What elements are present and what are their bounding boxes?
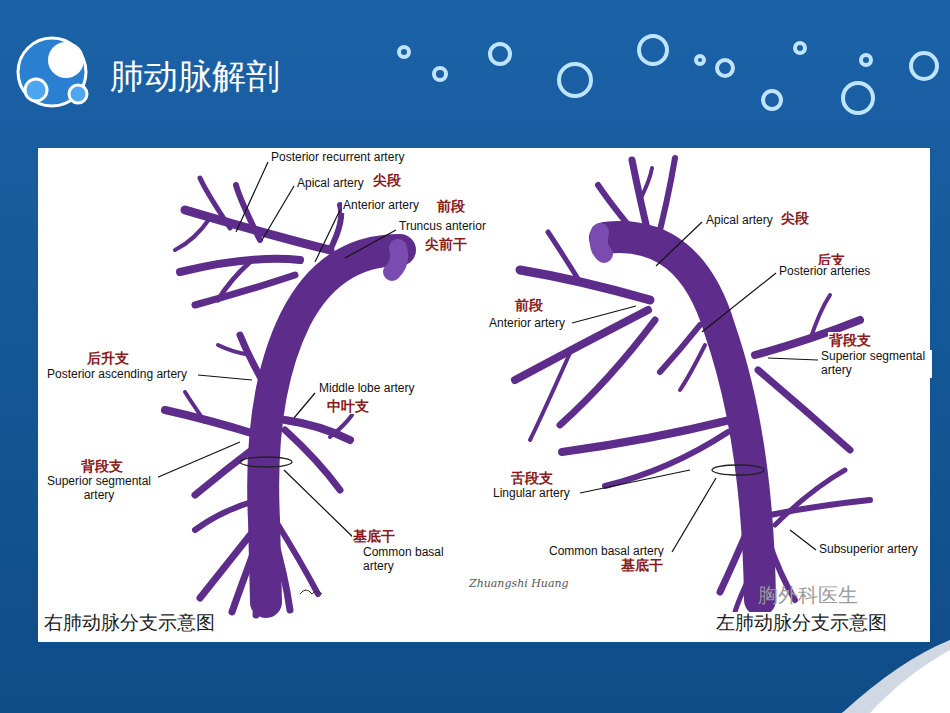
cut-ring [240,457,292,467]
leader-lines [156,162,818,552]
caption: 左肺动脉分支示意图 [716,612,887,634]
label-zh: 后升支 [86,350,130,366]
label-zh: 前段 [436,198,466,214]
label-zh: 舌段支 [510,470,554,486]
label-zh: 前段 [514,297,544,313]
logo-dot [69,85,87,103]
label-en: Truncus anterior [398,220,487,234]
bubbles [399,36,937,113]
label-zh: 基底干 [352,528,396,544]
label-zh: 中叶支 [326,398,370,414]
logo-ring [18,38,86,106]
label-zh: 尖段 [780,210,810,226]
label-en: Anterior artery [342,199,420,213]
cut-ring [712,465,764,475]
label-en: Subsuperior artery [818,543,919,557]
signature-scribble [300,590,322,594]
logo-dot [48,42,84,78]
page-curl-shade [842,640,950,713]
label-en: Posterior ascending artery [46,368,188,382]
logo-dot [25,79,47,101]
label-en: Posterior recurrent artery [270,151,405,165]
label-zh: 背段支 [80,458,124,474]
label-en: Zhuangshi Huang [468,578,570,591]
label-en: Lingular artery [492,487,571,501]
label-en: Superior segmental artery [40,475,158,503]
label-en: Apical artery [296,177,365,191]
caption: 右肺动脉分支示意图 [44,612,215,634]
label-zh: 尖段 [372,172,402,188]
label-en: Posterior arteries [778,265,871,279]
page-curl [842,640,950,713]
label-en: Apical artery [705,214,774,228]
label-zh: 背段支 [828,332,872,348]
slide-title: 肺动脉解剖 [110,54,280,100]
left-artery [515,158,870,612]
label-en: Common basal artery [362,546,460,574]
label-en: Middle lobe artery [318,382,415,396]
figure-panel [38,148,930,642]
label-zh: 基底干 [620,557,664,573]
caption: 胸外科医生 [758,584,858,607]
label-en: Anterior artery [488,317,566,331]
label-zh: 尖前干 [424,236,468,252]
label-en: Superior segmental artery [820,350,932,378]
